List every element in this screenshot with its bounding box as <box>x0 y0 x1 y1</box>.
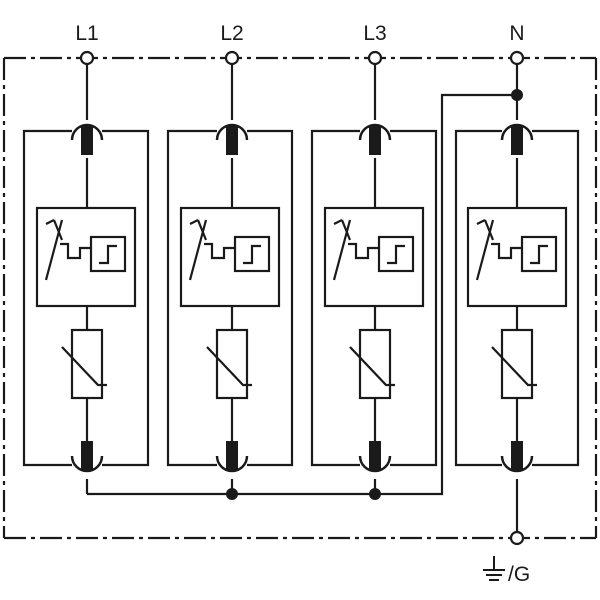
earth-ground-icon <box>483 556 505 581</box>
module-n <box>454 64 580 532</box>
varistor-icon <box>61 328 107 400</box>
junction-dot <box>226 488 238 500</box>
junction-dot <box>369 488 381 500</box>
module-frame <box>310 129 438 467</box>
fuse-icon <box>70 123 104 155</box>
fuse-icon <box>215 441 249 473</box>
module-frame <box>166 129 294 467</box>
fuse-icon <box>358 123 392 155</box>
terminal-label-l3: L3 <box>363 22 386 45</box>
terminal-label-n: N <box>509 22 524 45</box>
fuse-icon <box>500 441 534 473</box>
terminal-label-ground: /G <box>508 563 530 586</box>
thermal-disconnect-icon <box>179 206 281 308</box>
terminal-l2 <box>224 50 240 66</box>
thermal-disconnect-icon <box>466 206 568 308</box>
terminal-label-l1: L1 <box>75 22 98 45</box>
fuse-icon <box>358 441 392 473</box>
varistor-icon <box>491 328 537 400</box>
varistor-icon <box>206 328 252 400</box>
module-l1 <box>22 64 150 494</box>
module-l2 <box>166 64 294 494</box>
thermal-disconnect-icon <box>323 206 425 308</box>
varistor-icon <box>349 328 395 400</box>
terminal-ground <box>509 530 525 546</box>
terminal-l3 <box>367 50 383 66</box>
thermal-disconnect-icon <box>35 206 137 308</box>
enclosure-outline <box>2 56 598 540</box>
module-frame <box>22 129 150 467</box>
fuse-icon <box>500 123 534 155</box>
module-l3 <box>310 64 438 494</box>
terminal-n <box>509 50 525 66</box>
terminal-points <box>79 50 525 546</box>
terminal-l1 <box>79 50 95 66</box>
terminal-label-l2: L2 <box>220 22 243 45</box>
fuse-icon <box>70 441 104 473</box>
module-frame <box>454 129 580 467</box>
common-bus <box>87 93 517 496</box>
junction-dot <box>511 89 523 101</box>
fuse-icon <box>215 123 249 155</box>
